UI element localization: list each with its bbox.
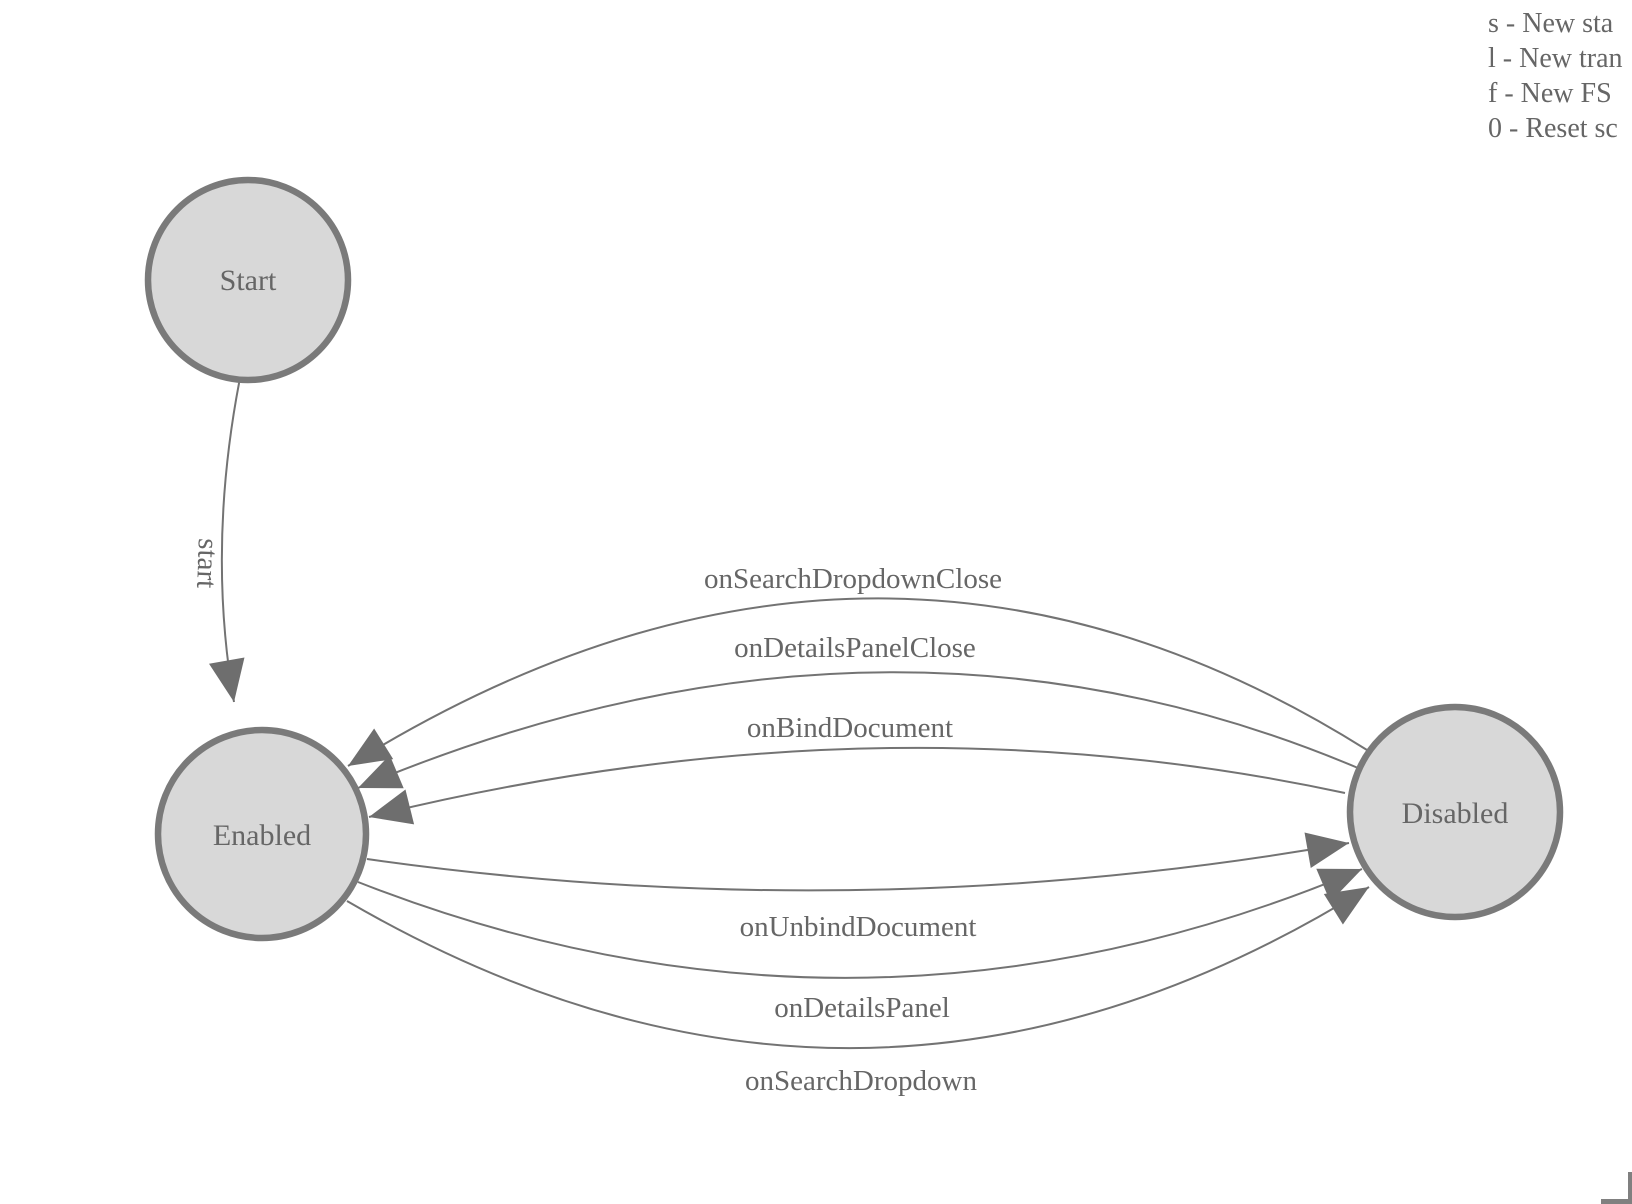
- help-line-reset-scale: 0 - Reset sc: [1488, 113, 1618, 144]
- edge-onSearchDropdownClose[interactable]: [347, 597, 1368, 767]
- help-line-new-fsm: f - New FS: [1488, 78, 1612, 109]
- state-disabled[interactable]: Disabled: [1346, 703, 1564, 921]
- edge-onDetailsPanel[interactable]: [357, 868, 1363, 979]
- canvas-corner-vertical-bar: [1628, 1172, 1632, 1204]
- state-disabled-circle[interactable]: [1346, 703, 1564, 921]
- edge-label-onSearchDropdownClose: onSearchDropdownClose: [704, 563, 1002, 595]
- state-start[interactable]: Start: [144, 176, 352, 384]
- help-line-new-transition: l - New tran: [1488, 43, 1623, 74]
- edge-label-start: start: [190, 538, 224, 589]
- state-disabled-label: Disabled: [1402, 797, 1509, 830]
- edge-label-onBindDocument: onBindDocument: [747, 712, 953, 744]
- help-line-new-state: s - New sta: [1488, 8, 1614, 39]
- edge-label-onSearchDropdown: onSearchDropdown: [745, 1065, 977, 1097]
- edge-onUnbindDocument[interactable]: [366, 832, 1350, 892]
- edge-label-onDetailsPanelClose: onDetailsPanelClose: [734, 632, 976, 664]
- state-start-label: Start: [220, 264, 277, 297]
- state-start-circle[interactable]: [144, 176, 352, 384]
- edge-label-onUnbindDocument: onUnbindDocument: [740, 911, 977, 943]
- state-enabled[interactable]: Enabled: [154, 726, 370, 942]
- state-enabled-label: Enabled: [213, 819, 311, 852]
- edge-onDetailsPanelClose[interactable]: [357, 671, 1359, 789]
- shortcut-help: s - New sta l - New tran f - New FS 0 - …: [1488, 6, 1623, 146]
- edge-start[interactable]: [209, 377, 245, 703]
- canvas-corner-horizontal-bar: [1601, 1199, 1632, 1204]
- edge-label-onDetailsPanel: onDetailsPanel: [774, 992, 950, 1024]
- state-enabled-circle[interactable]: [154, 726, 370, 942]
- edge-onSearchDropdown[interactable]: [346, 886, 1370, 1049]
- edge-onBindDocument[interactable]: [368, 746, 1346, 825]
